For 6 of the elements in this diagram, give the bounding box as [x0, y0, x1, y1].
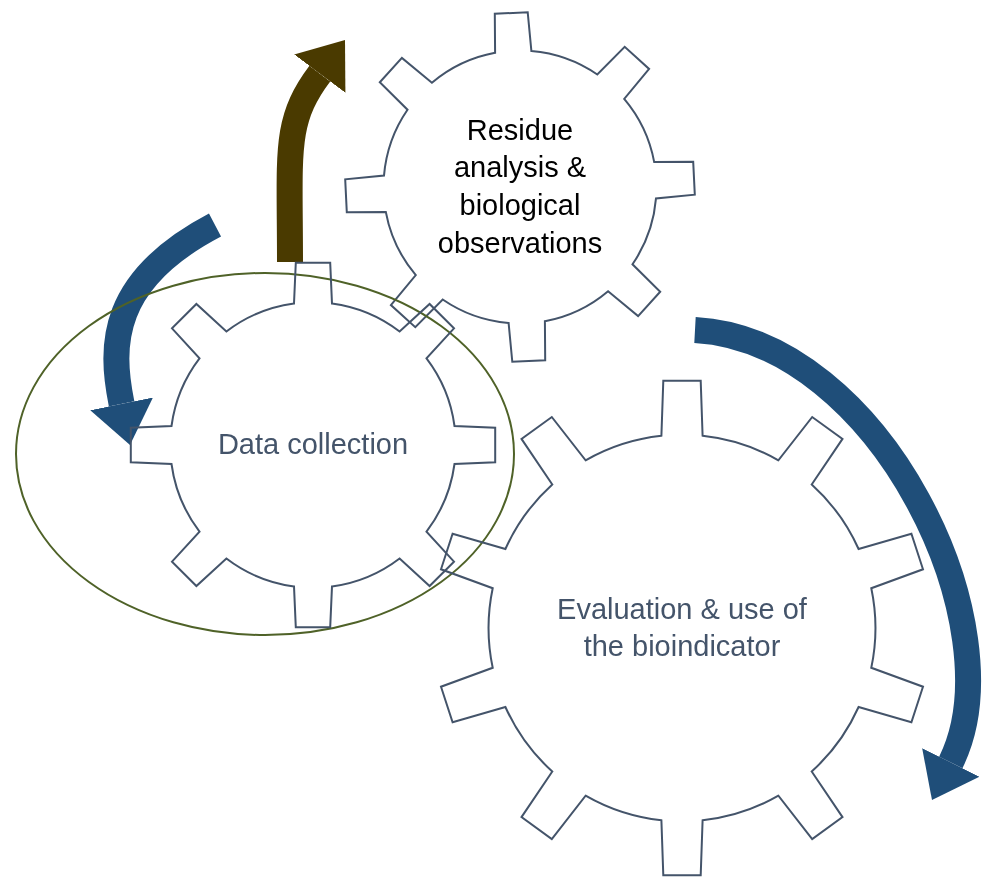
gear-label: Residue analysis & biological observations	[436, 112, 604, 261]
gear-label: Evaluation & use of the bioindicator	[556, 591, 808, 665]
curved-arrow	[90, 213, 222, 446]
curved-arrow	[276, 39, 346, 263]
gear-label: Data collection	[216, 427, 410, 462]
curved-arrow	[692, 317, 982, 803]
